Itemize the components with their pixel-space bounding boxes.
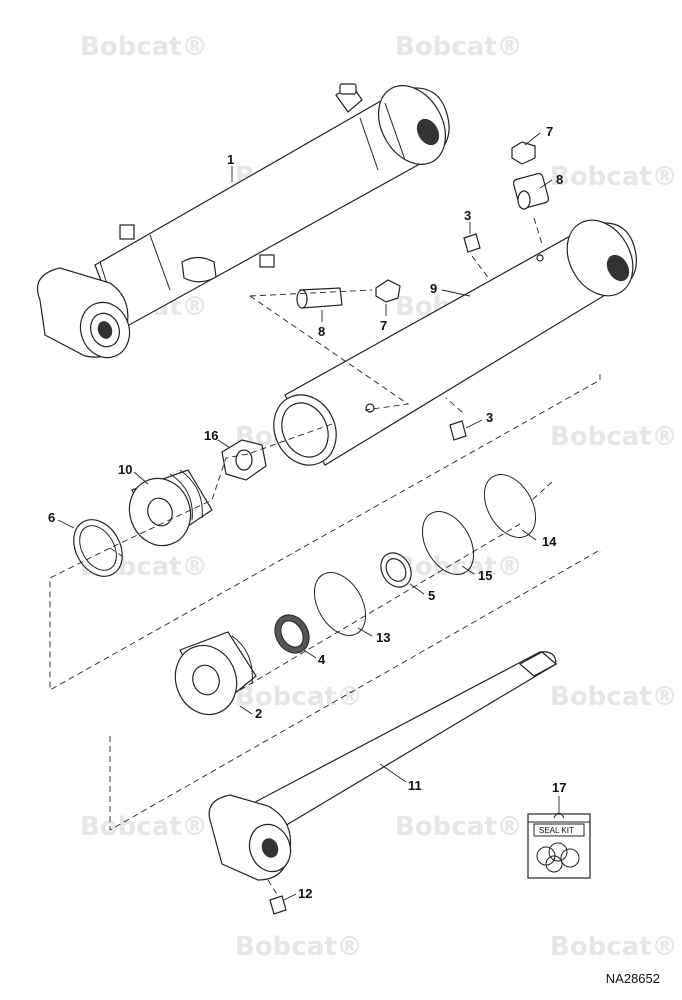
callout-5: 5 (428, 588, 435, 603)
callout-10: 10 (118, 462, 132, 477)
callout-4: 4 (318, 652, 326, 667)
part-10-piston (128, 469, 213, 547)
callout-13: 13 (376, 630, 390, 645)
callout-1: 1 (227, 152, 234, 167)
part-16-nut (221, 439, 267, 481)
callout-3-top: 3 (464, 208, 471, 223)
callout-17: 17 (552, 780, 566, 795)
part-11-rod (208, 651, 558, 881)
seal-kit-label: SEAL KIT (539, 826, 574, 835)
part-8-fitting-top (512, 172, 550, 210)
part-14-o-ring (483, 474, 537, 538)
bobcat-watermark: Bobcat® (550, 422, 678, 452)
part-17-seal-kit (527, 812, 591, 879)
bobcat-watermark: Bobcat® (395, 812, 523, 842)
callout-7-middle: 7 (380, 318, 387, 333)
callout-9: 9 (430, 281, 437, 296)
callout-6: 6 (48, 510, 55, 525)
part-5-wiper (380, 552, 412, 588)
bobcat-watermark: Bobcat® (235, 682, 363, 712)
callout-3-bottom: 3 (486, 410, 493, 425)
callout-16: 16 (204, 428, 218, 443)
callout-11: 11 (408, 778, 422, 793)
callout-15: 15 (478, 568, 492, 583)
bobcat-watermark: Bobcat® (395, 552, 523, 582)
part-6-ring (73, 519, 123, 577)
bobcat-watermark: Bobcat® (550, 932, 678, 962)
part-12-grease-fitting (269, 895, 287, 915)
bobcat-watermark: Bobcat® (80, 32, 208, 62)
part-9-barrel (273, 219, 637, 466)
callout-8-top: 8 (556, 172, 563, 187)
assembly-lines (49, 217, 601, 897)
bobcat-watermark: Bobcat® (80, 812, 208, 842)
part-3-fitting-top (463, 233, 481, 253)
callouts: 1 7 8 3 9 8 7 3 16 10 6 14 15 5 13 4 2 1… (48, 124, 574, 901)
part-8-fitting-middle (296, 287, 343, 309)
bobcat-watermark: Bobcat® (550, 682, 678, 712)
callout-8-middle: 8 (318, 324, 325, 339)
part-15-o-ring (421, 511, 475, 575)
callout-7-top: 7 (546, 124, 553, 139)
part-13-o-ring (313, 572, 367, 636)
leader-lines (57, 132, 560, 901)
drawing-code: NA28652 (605, 971, 660, 986)
part-1-barrel (36, 83, 450, 359)
part-4-seal (274, 614, 310, 654)
part-7-plug-top (511, 141, 536, 165)
callout-14: 14 (542, 534, 557, 549)
part-3-fitting-bottom (449, 420, 467, 441)
bobcat-watermark: Bobcat® (235, 932, 363, 962)
callout-12: 12 (298, 886, 312, 901)
bobcat-watermark: Bobcat® (550, 162, 678, 192)
callout-2: 2 (255, 706, 262, 721)
part-2-gland (174, 631, 257, 716)
part-7-plug-middle (375, 279, 401, 303)
bobcat-watermark: Bobcat® (395, 32, 523, 62)
